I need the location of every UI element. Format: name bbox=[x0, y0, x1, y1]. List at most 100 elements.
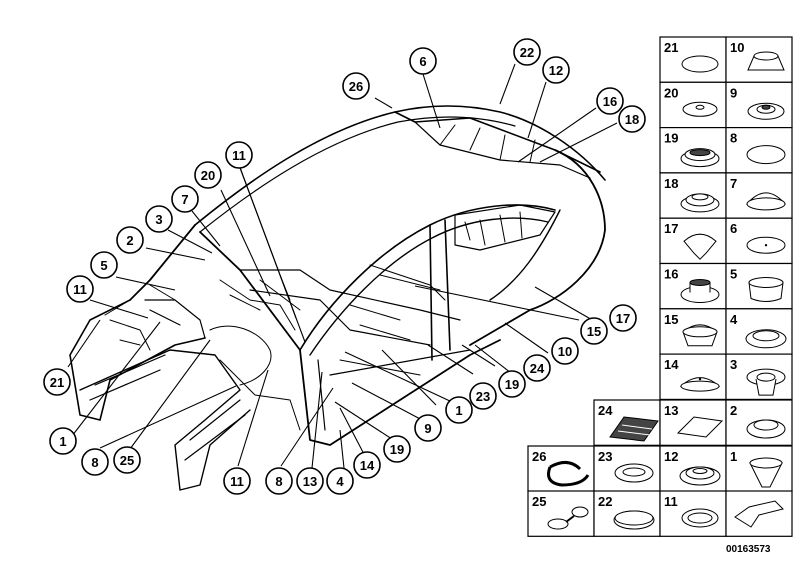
flat-disc-icon bbox=[614, 463, 654, 483]
oval-grommet-icon bbox=[681, 508, 719, 528]
cone-grommet-icon bbox=[749, 457, 783, 488]
parts-cell-18: 18 bbox=[659, 172, 727, 219]
callout-17: 17 bbox=[609, 304, 637, 332]
callout-2: 2 bbox=[116, 226, 144, 254]
callout-22: 22 bbox=[513, 38, 541, 66]
callout-number: 1 bbox=[455, 403, 462, 418]
parts-cell-3: 3 bbox=[725, 353, 793, 401]
parts-cell-21: 21 bbox=[659, 36, 727, 83]
callout-7: 7 bbox=[171, 185, 199, 213]
car-body-illustration bbox=[69, 105, 606, 491]
callout-26: 26 bbox=[342, 72, 370, 100]
callout-15: 15 bbox=[580, 317, 608, 345]
funnel-grommet-icon bbox=[746, 368, 786, 396]
callout-19: 19 bbox=[383, 435, 411, 463]
callout-number: 22 bbox=[520, 45, 534, 60]
ribbed-grommet-icon bbox=[680, 148, 720, 168]
callout-number: 23 bbox=[476, 389, 490, 404]
cup-plug-icon bbox=[748, 277, 784, 302]
callout-11: 11 bbox=[225, 141, 253, 169]
arrow-icon-icon bbox=[734, 500, 784, 528]
parts-cell-arrow bbox=[725, 490, 793, 537]
parts-cell-26: 26 bbox=[527, 445, 595, 492]
dome-cap-icon bbox=[745, 192, 787, 211]
callout-number: 11 bbox=[232, 148, 246, 163]
callout-number: 10 bbox=[558, 344, 572, 359]
part-number: 4 bbox=[730, 312, 738, 327]
callout-number: 11 bbox=[73, 282, 87, 297]
parts-cell-6: 6 bbox=[725, 217, 793, 265]
part-number: 20 bbox=[664, 85, 678, 100]
callout-5: 5 bbox=[90, 251, 118, 279]
callout-24: 24 bbox=[523, 354, 551, 382]
parts-cell-19: 19 bbox=[659, 126, 727, 174]
callout-16: 16 bbox=[596, 87, 624, 115]
flanged-grommet-icon bbox=[680, 279, 720, 303]
parts-cell-4: 4 bbox=[725, 308, 793, 355]
callout-number: 24 bbox=[530, 361, 545, 376]
callout-8: 8 bbox=[265, 467, 293, 495]
callout-number: 1 bbox=[59, 434, 66, 449]
parts-cell-7: 7 bbox=[725, 172, 793, 219]
parts-cell-13: 13 bbox=[659, 399, 727, 446]
callout-4: 4 bbox=[326, 467, 354, 495]
callout-21: 21 bbox=[43, 368, 71, 396]
callout-14: 14 bbox=[353, 451, 381, 479]
callout-10: 10 bbox=[551, 337, 579, 365]
callout-number: 19 bbox=[505, 377, 519, 392]
flat-cap-dot-icon bbox=[746, 236, 786, 254]
part-number: 11 bbox=[664, 494, 678, 509]
part-number: 22 bbox=[598, 494, 612, 509]
part-number: 13 bbox=[664, 403, 678, 418]
parts-cell-11: 11 bbox=[659, 490, 727, 537]
part-number: 1 bbox=[730, 449, 737, 464]
callout-number: 5 bbox=[100, 258, 107, 273]
flat-dome-icon bbox=[679, 377, 721, 392]
callout-number: 3 bbox=[155, 212, 162, 227]
callout-number: 13 bbox=[303, 474, 317, 489]
part-number: 14 bbox=[664, 357, 679, 372]
callout-number: 8 bbox=[91, 455, 98, 470]
parts-cell-17: 17 bbox=[659, 217, 727, 265]
callout-23: 23 bbox=[469, 382, 497, 410]
callout-6: 6 bbox=[409, 47, 437, 75]
part-number: 26 bbox=[532, 449, 546, 464]
callout-13: 13 bbox=[296, 467, 324, 495]
callout-11: 11 bbox=[66, 275, 94, 303]
callout-number: 8 bbox=[275, 474, 282, 489]
callout-number: 17 bbox=[616, 311, 630, 326]
callout-number: 12 bbox=[549, 63, 563, 78]
part-number: 6 bbox=[730, 221, 737, 236]
parts-cell-16: 16 bbox=[659, 262, 727, 310]
parts-cell-25: 25 bbox=[527, 490, 595, 537]
stepped-grommet-icon bbox=[680, 193, 720, 213]
part-number: 9 bbox=[730, 85, 737, 100]
callout-number: 25 bbox=[120, 453, 134, 468]
part-number: 5 bbox=[730, 267, 737, 282]
parts-cell-15: 15 bbox=[659, 308, 727, 355]
part-number: 3 bbox=[730, 357, 737, 372]
large-disc-icon bbox=[613, 510, 655, 530]
part-number: 24 bbox=[598, 403, 613, 418]
ring-grommet-wide-icon bbox=[745, 329, 787, 349]
part-number: 15 bbox=[664, 312, 678, 327]
flat-cap-icon bbox=[746, 145, 786, 165]
parts-cell-23: 23 bbox=[593, 445, 661, 492]
callout-number: 16 bbox=[603, 94, 617, 109]
part-number: 2 bbox=[730, 403, 737, 418]
cable-loop-icon bbox=[547, 461, 590, 487]
part-number: 16 bbox=[664, 267, 678, 282]
ring-grommet-icon bbox=[747, 102, 785, 120]
dome-plug-icon bbox=[682, 324, 718, 347]
callout-18: 18 bbox=[618, 105, 646, 133]
callout-8: 8 bbox=[81, 448, 109, 476]
foam-block-icon bbox=[609, 416, 659, 442]
callout-12: 12 bbox=[542, 56, 570, 84]
parts-cell-8: 8 bbox=[725, 126, 793, 174]
callout-number: 20 bbox=[201, 168, 215, 183]
callout-number: 26 bbox=[349, 79, 363, 94]
parts-cell-2: 2 bbox=[725, 399, 793, 446]
pad-icon bbox=[676, 416, 724, 438]
